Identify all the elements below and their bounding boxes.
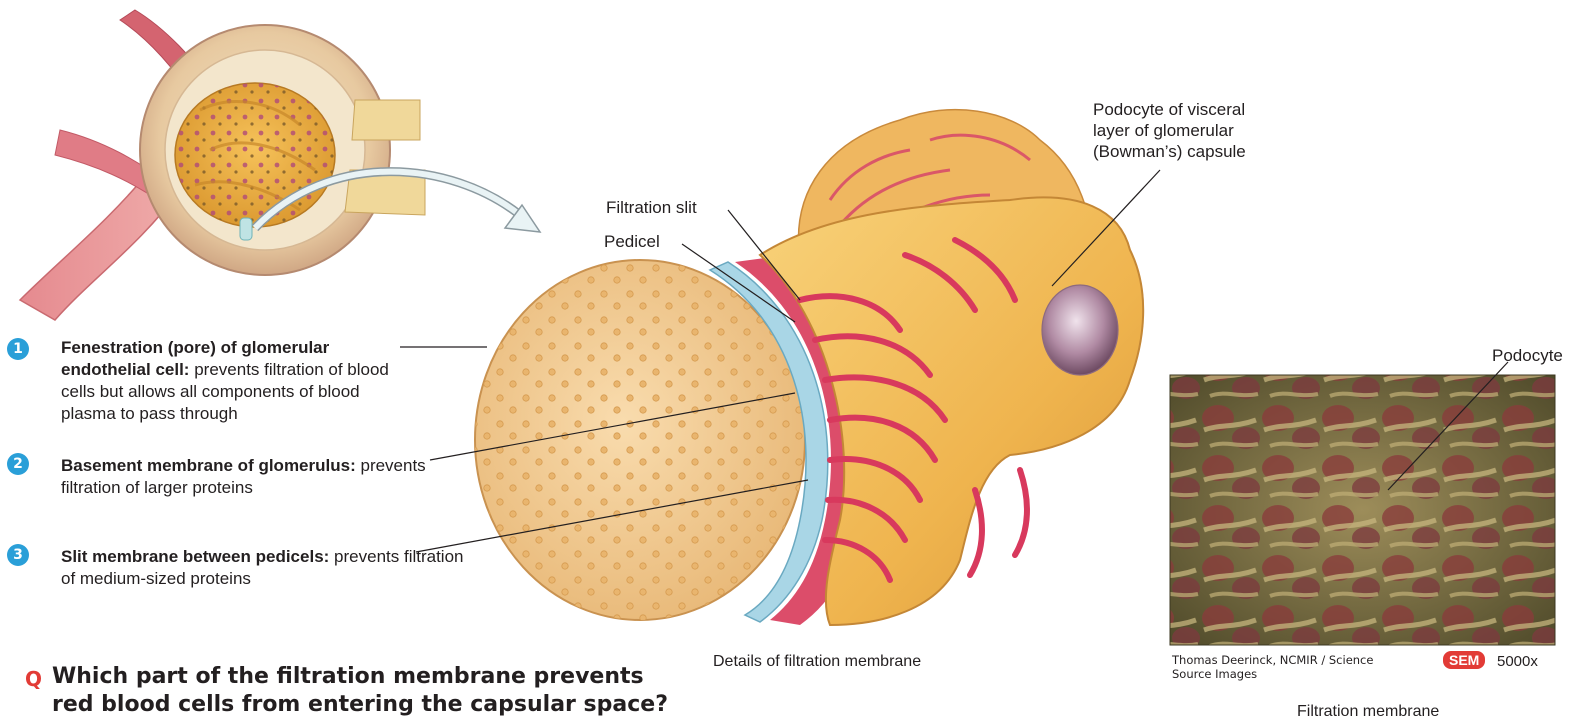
caption-micrograph: Filtration membrane xyxy=(1297,703,1439,721)
slit-membrane-description: Slit membrane between pedicels: prevents… xyxy=(61,546,481,590)
basement-membrane-description: Basement membrane of glomerulus: prevent… xyxy=(61,455,441,499)
basement-membrane-title: Basement membrane of glomerulus: xyxy=(61,456,356,475)
renal-corpuscle-inset xyxy=(20,10,425,320)
fenestration-description: Fenestration (pore) of glomerular endoth… xyxy=(61,337,406,425)
item-number-1: 1 xyxy=(7,338,29,360)
filtration-membrane-illustration xyxy=(475,110,1143,625)
slit-membrane-title: Slit membrane between pedicels: xyxy=(61,547,329,566)
item-number-3: 3 xyxy=(7,544,29,566)
sem-badge: SEM xyxy=(1443,651,1485,669)
item-number-2: 2 xyxy=(7,453,29,475)
sem-micrograph xyxy=(1170,375,1555,645)
magnification: 5000x xyxy=(1497,653,1538,670)
image-credit: Thomas Deerinck, NCMIR / Science Source … xyxy=(1172,653,1402,681)
caption-details: Details of filtration membrane xyxy=(713,653,921,671)
label-podocyte-visceral: Podocyte of visceral layer of glomerular… xyxy=(1093,99,1268,162)
question-text: Which part of the filtration membrane pr… xyxy=(52,663,672,719)
label-filtration-slit: Filtration slit xyxy=(606,197,697,218)
label-pedicel: Pedicel xyxy=(604,231,660,252)
label-podocyte: Podocyte xyxy=(1492,345,1563,366)
question-marker: Q xyxy=(25,667,42,691)
